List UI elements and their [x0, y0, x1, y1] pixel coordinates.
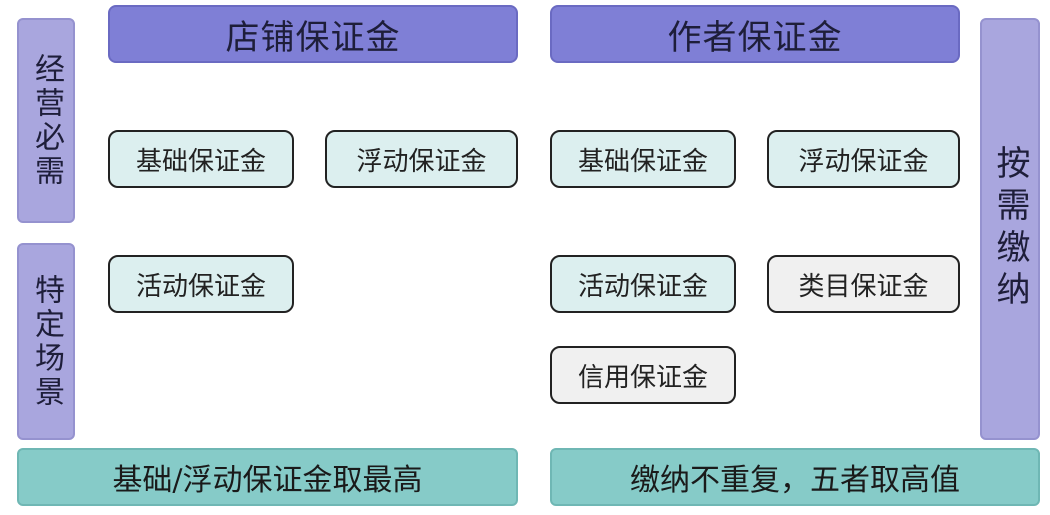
author-activity-deposit: 活动保证金 [550, 255, 736, 313]
author-category-deposit: 类目保证金 [767, 255, 960, 313]
store-basic-deposit: 基础保证金 [108, 130, 294, 188]
side-label-specific-scenario: 特定场景 [17, 243, 75, 440]
store-activity-deposit: 活动保证金 [108, 255, 294, 313]
side-label-business-required: 经营必需 [17, 18, 75, 223]
side-label-on-demand: 按需缴纳 [980, 18, 1040, 440]
author-deposit-header: 作者保证金 [550, 5, 960, 63]
author-rule-footer: 缴纳不重复，五者取高值 [550, 448, 1040, 506]
author-credit-deposit: 信用保证金 [550, 346, 736, 404]
store-deposit-header: 店铺保证金 [108, 5, 518, 63]
store-floating-deposit: 浮动保证金 [325, 130, 518, 188]
author-basic-deposit: 基础保证金 [550, 130, 736, 188]
author-floating-deposit: 浮动保证金 [767, 130, 960, 188]
store-rule-footer: 基础/浮动保证金取最高 [17, 448, 518, 506]
